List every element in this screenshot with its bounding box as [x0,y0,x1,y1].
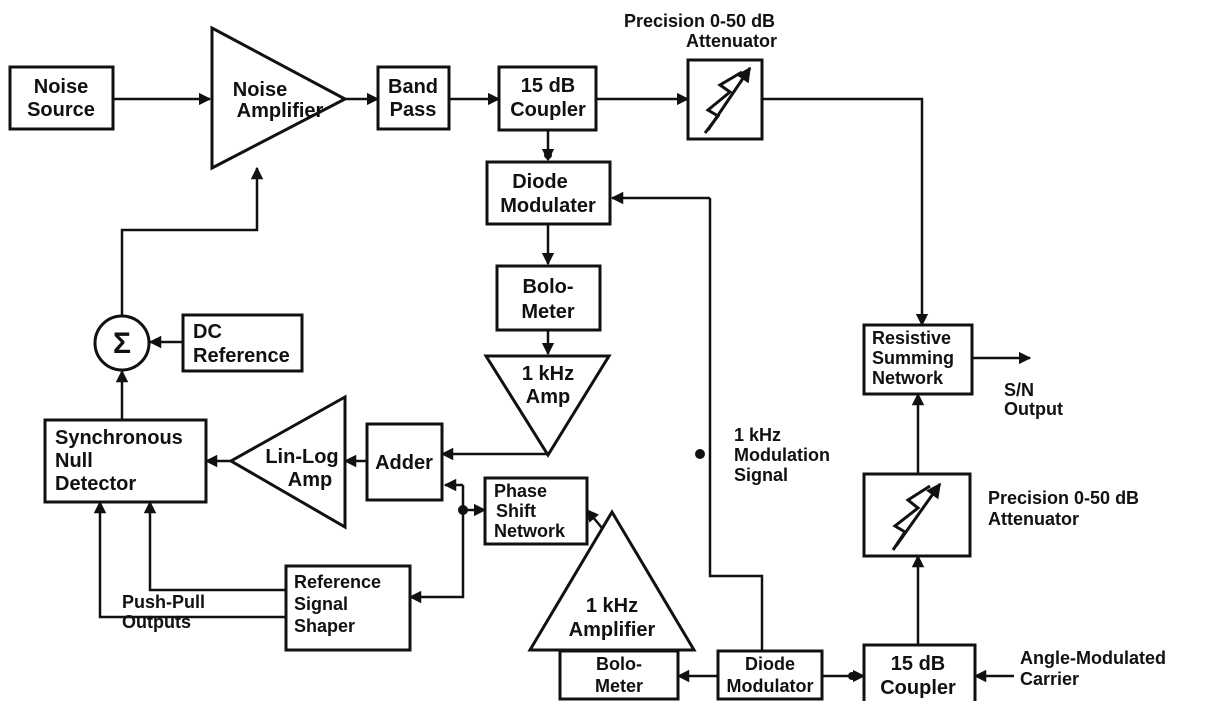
bolometer-bottom-block: Bolo- Meter [558,649,680,701]
adder-label: Adder [375,452,433,474]
noise-source-block: Noise Source [8,65,115,131]
summing-junction: Σ [93,314,151,372]
diode-modulator-bottom-block: Diode Modulator [716,649,824,701]
band-pass-label-2: Pass [390,99,437,121]
coupler-bottom-label-1: 15 dB [891,653,945,675]
coupler-top-label-1: 15 dB [521,75,575,97]
attenuator-bottom-label-2: Attenuator [988,509,1079,529]
noise-source-label-2: Source [27,99,95,121]
noise-amplifier-label-1: Noise [233,79,287,101]
amplifier-1khz-label-1: 1 kHz [586,595,638,617]
phase-shift-label-3: Network [494,521,566,541]
modulation-signal-label-3: Signal [734,465,788,485]
sync-null-detector-label-1: Synchronous [55,427,183,449]
coupler-bottom-block: 15 dB Coupler [862,643,977,701]
diode-modulator-bottom-label: Diode [745,654,795,674]
lin-log-amp-label-2: Amp [288,469,332,491]
resistive-summing-label-3: Network [872,368,944,388]
noise-amplifier-block: Noise Amplifier [210,25,349,171]
attenuator-top-label-1: Precision 0-50 dB [624,11,775,31]
resistive-summing-label-1: Resistive [872,328,951,348]
sn-output-label-1: S/N [1004,380,1034,400]
diode-modulator-top-label-1: Diode [512,171,568,193]
push-pull-label-2: Outputs [122,612,191,632]
coupler-top-label-2: Coupler [510,99,586,121]
amp-1khz-block: 1 kHz Amp [483,354,612,458]
dc-reference-label-1: DC [193,321,222,343]
push-pull-outputs-label: Push-Pull Outputs [122,592,205,632]
modulation-signal-label: 1 kHz Modulation Signal [734,425,830,485]
bolometer-bottom-label-2: Meter [595,676,643,696]
bolometer-top-block: Bolo- Meter [495,264,602,332]
resistive-summing-network-block: Resistive Summing Network [862,323,974,396]
bolometer-bottom-label-1: Bolo- [596,654,642,674]
reference-shaper-label-2: Signal [294,594,348,614]
modulation-signal-label-1: 1 kHz [734,425,781,445]
reference-shaper-label-3: Shaper [294,616,355,636]
angle-modulated-label-1: Angle-Modulated [1020,648,1166,668]
diode-modulator-bottom-label-2: Modulator [727,676,814,696]
noise-amplifier-label-2: Amplifier [237,100,324,122]
sync-null-detector-block: Synchronous Null Detector [43,418,208,504]
diode-modulator-top-block: Diode Modulater [485,160,612,226]
amplifier-1khz-block: 1 kHz Amplifier [527,509,697,652]
dc-reference-label-2: Reference [193,345,290,367]
lin-log-amp-label-1: Lin-Log [265,446,338,468]
bolometer-top-label-1: Bolo- [522,276,573,298]
sync-null-detector-label-3: Detector [55,473,136,495]
dc-reference-block: DC Reference [181,313,304,373]
sn-output-label-2: Output [1004,399,1063,419]
phase-shift-label-2: Shift [496,501,536,521]
amp-1khz-label-2: Amp [526,386,570,408]
amplifier-1khz-label-2: Amplifier [569,619,656,641]
noise-source-label-1: Noise [34,76,88,98]
coupler-bottom-label-2: Coupler [880,677,956,699]
lin-log-amp-block: Lin-Log Amp [227,394,347,530]
bolometer-top-label-2: Meter [521,301,575,323]
modulation-signal-label-2: Modulation [734,445,830,465]
band-pass-label-1: Band [388,76,438,98]
phase-shift-label-1: Phase [494,481,547,501]
angle-modulated-label-2: Carrier [1020,669,1079,689]
phase-shift-network-block: Phase Shift Network [483,476,589,546]
push-pull-label-1: Push-Pull [122,592,205,612]
diode-modulator-bottom-word-1: Diode [745,654,795,674]
reference-shaper-label-1: Reference [294,572,381,592]
adder-block: Adder [365,422,444,502]
attenuator-top-block: Precision 0-50 dB Attenuator [624,11,777,141]
attenuator-top-label-2: Attenuator [686,31,777,51]
band-pass-block: Band Pass [376,65,451,131]
diode-modulator-top-label-2: Modulater [500,195,596,217]
sn-output-label: S/N Output [1004,380,1063,419]
resistive-summing-label-2: Summing [872,348,954,368]
reference-signal-shaper-block: Reference Signal Shaper [284,564,412,652]
angle-modulated-carrier-label: Angle-Modulated Carrier [1020,648,1166,689]
attenuator-bottom-label-1: Precision 0-50 dB [988,488,1139,508]
coupler-top-block: 15 dB Coupler [497,65,598,132]
attenuator-bottom-block: Precision 0-50 dB Attenuator [862,472,1139,558]
sigma-symbol: Σ [113,327,131,360]
sync-null-detector-label-2: Null [55,450,93,472]
amp-1khz-label-1: 1 kHz [522,363,574,385]
